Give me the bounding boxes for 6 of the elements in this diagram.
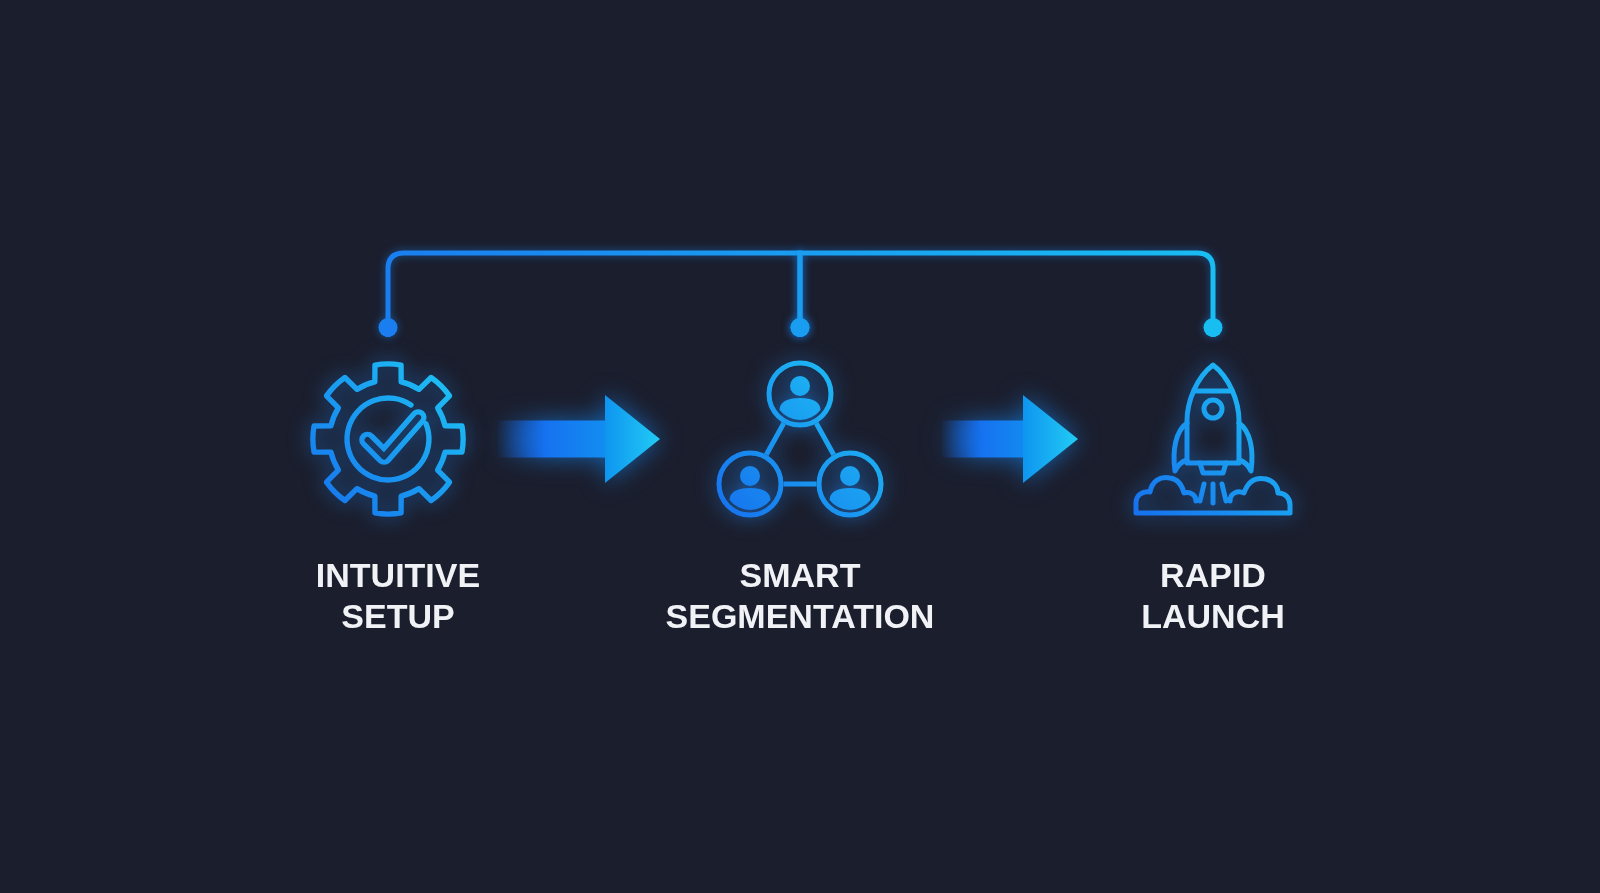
- connector-line: [790, 250, 1223, 337]
- arrow: [496, 395, 660, 483]
- step-title: INTUITIVE SETUP: [314, 555, 482, 637]
- step-title: RAPID LAUNCH: [1140, 555, 1286, 637]
- step-title: SMART SEGMENTATION: [664, 555, 936, 637]
- arrow: [940, 395, 1078, 483]
